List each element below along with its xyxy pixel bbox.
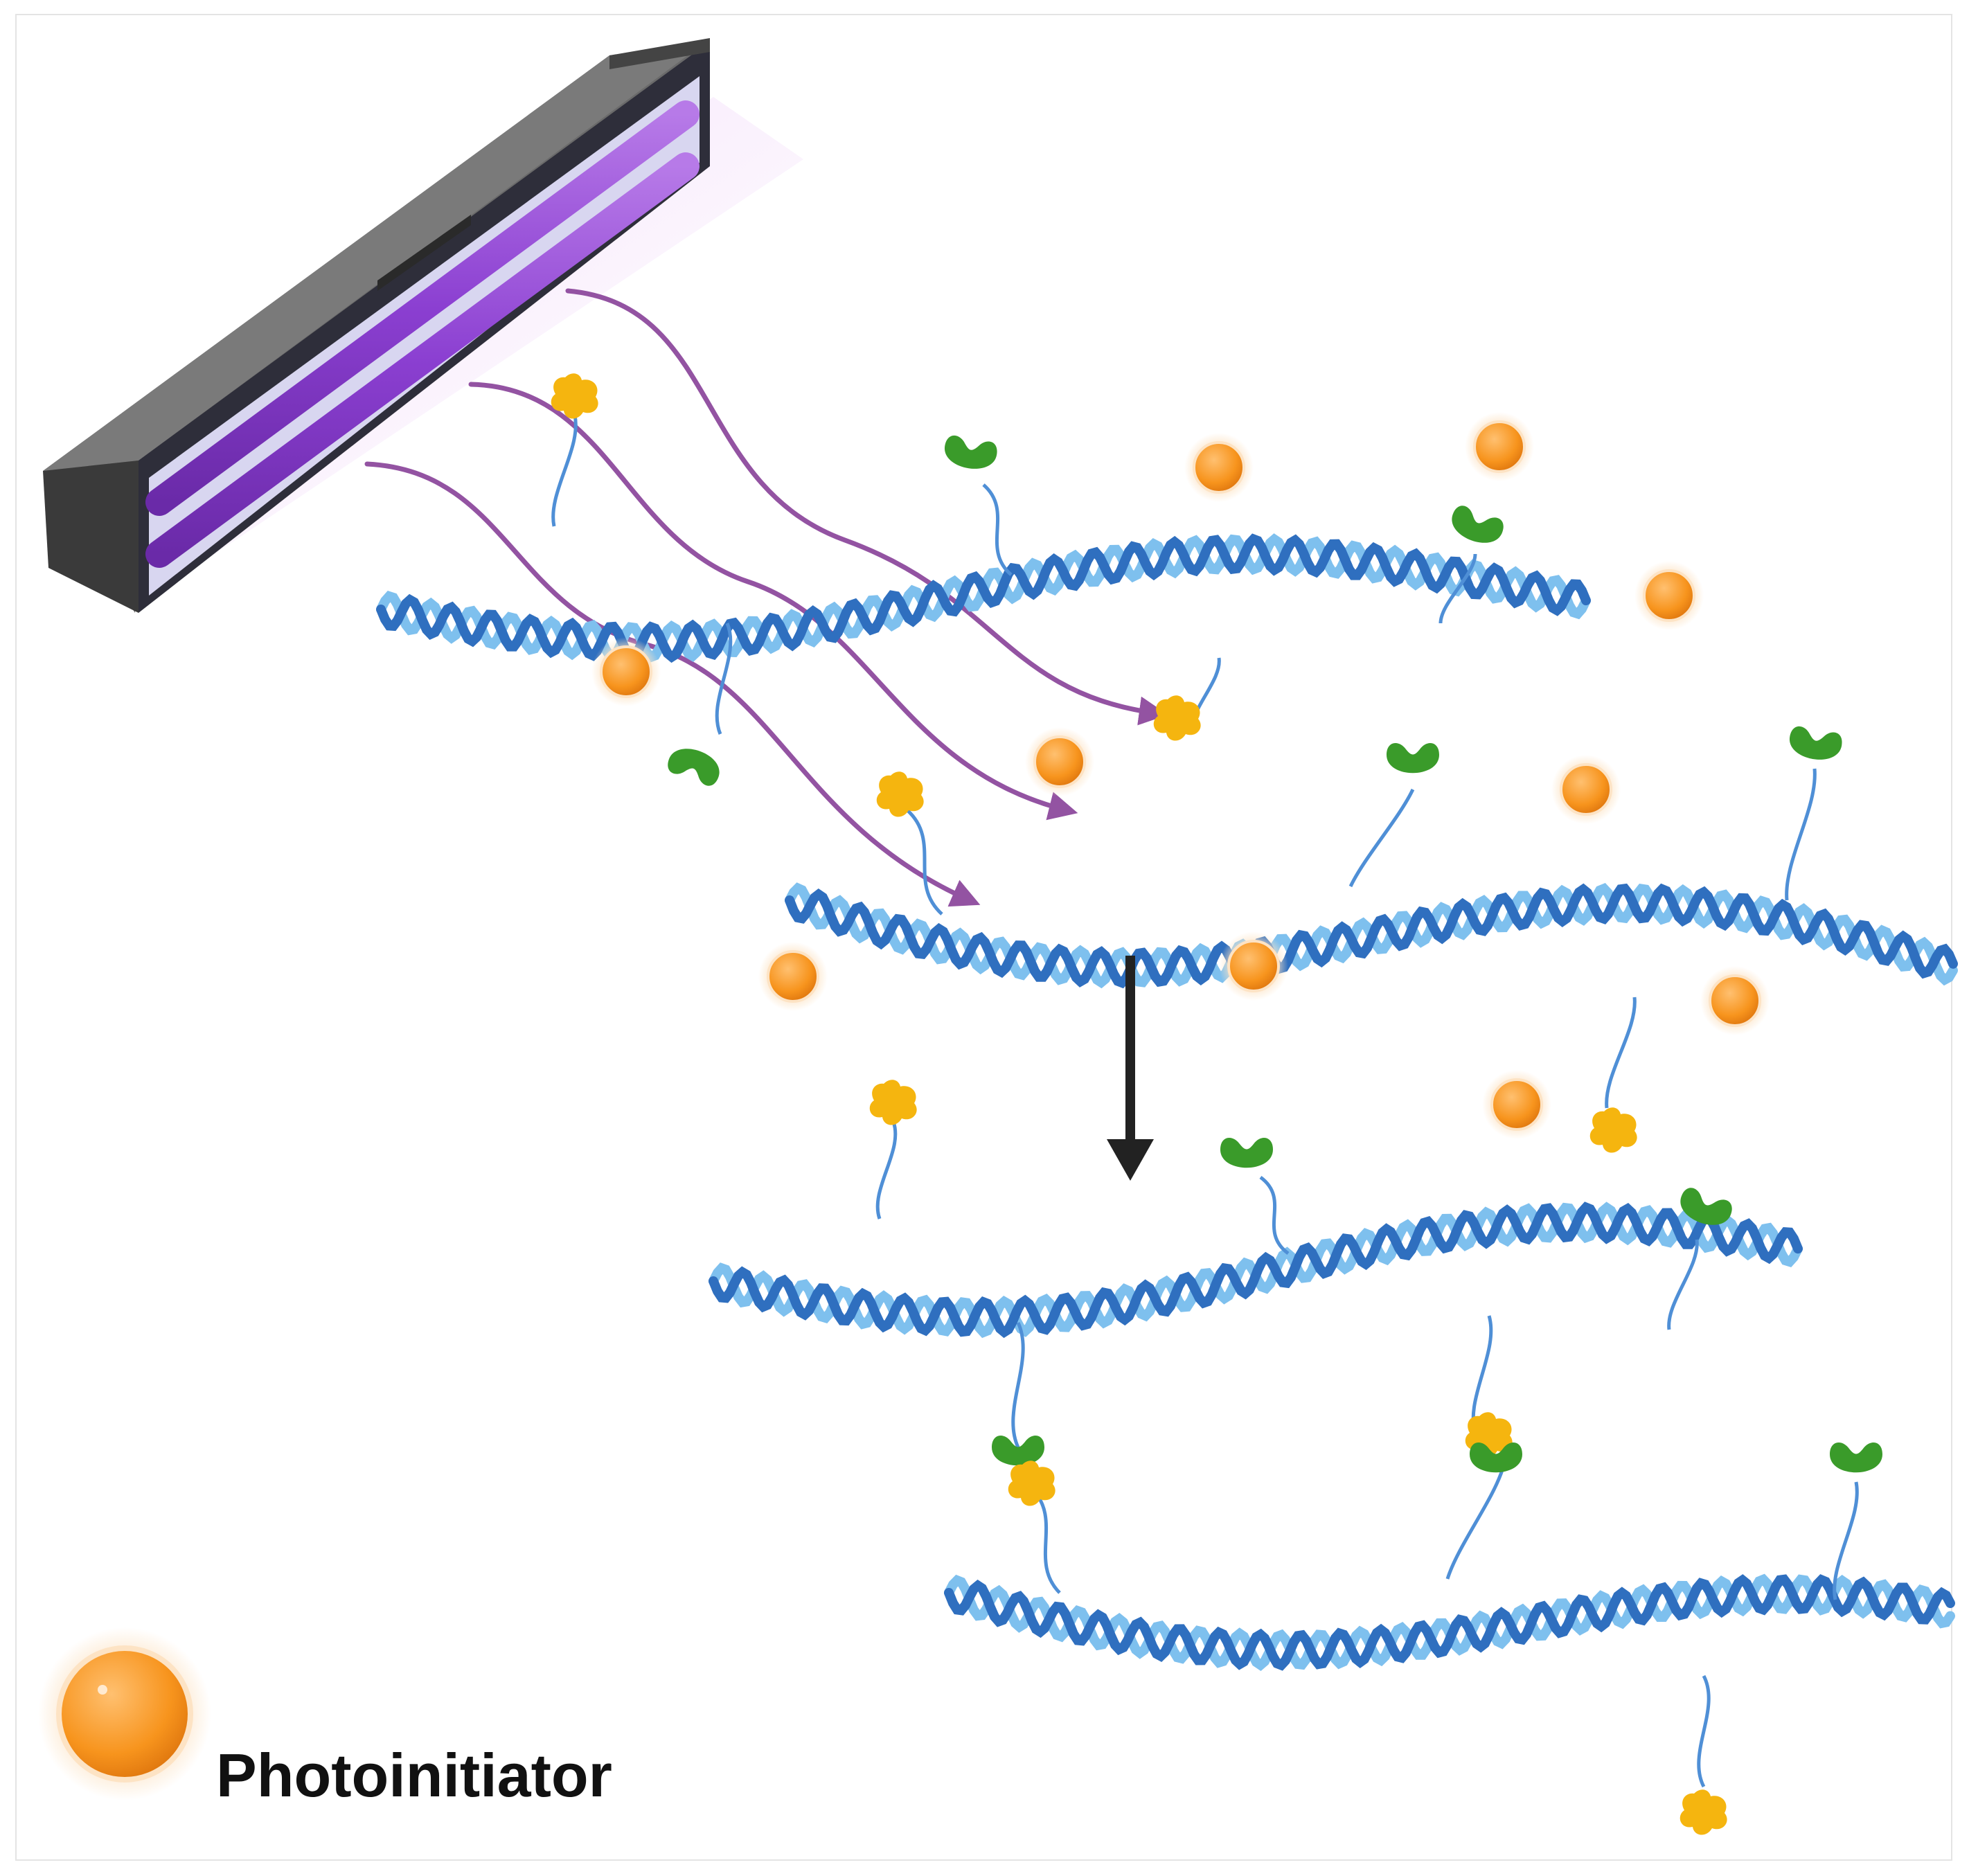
yellow-binder-icon bbox=[1153, 695, 1201, 741]
tether bbox=[875, 1121, 898, 1220]
figure-frame bbox=[15, 14, 1952, 1861]
yellow-binder-icon bbox=[1680, 1789, 1727, 1835]
tether bbox=[1667, 1239, 1699, 1330]
yellow-binder-icon bbox=[1589, 1107, 1637, 1153]
green-binder-icon bbox=[1220, 1137, 1273, 1168]
dna-backbone bbox=[785, 883, 1958, 989]
tether bbox=[1259, 1175, 1290, 1256]
dna-backbone bbox=[944, 1574, 1955, 1671]
tether bbox=[1438, 553, 1477, 624]
dna-backbone bbox=[944, 1573, 1955, 1671]
tether bbox=[715, 623, 733, 735]
green-binder-icon bbox=[1470, 1442, 1522, 1473]
yellow-binder-icon bbox=[876, 771, 924, 817]
tether bbox=[551, 415, 578, 527]
dna-backbone bbox=[709, 1201, 1803, 1339]
green-binder-icon bbox=[1387, 742, 1439, 774]
photoinitiators bbox=[591, 412, 1770, 1139]
photoinitiator-icon bbox=[1025, 727, 1094, 796]
tether bbox=[982, 483, 1013, 576]
yellow-binder-icon bbox=[551, 373, 598, 419]
photoinitiator-icon bbox=[1634, 561, 1704, 630]
uv-lamp-icon bbox=[43, 38, 803, 613]
photoinitiator-icon bbox=[1551, 755, 1621, 824]
tether bbox=[1697, 1674, 1711, 1788]
photoinitiator-icon bbox=[758, 942, 828, 1011]
uv-ray bbox=[565, 288, 1168, 726]
down-arrow-icon bbox=[1107, 956, 1154, 1181]
photoinitiator-icon bbox=[1465, 412, 1534, 481]
photoinitiator-icon bbox=[1184, 433, 1254, 502]
binders bbox=[551, 373, 1882, 1835]
photoinitiator-icon bbox=[1482, 1070, 1551, 1139]
photoinitiator-icon bbox=[1219, 931, 1288, 1001]
green-binder-icon bbox=[992, 1435, 1044, 1466]
green-binder-icon bbox=[1680, 1188, 1732, 1225]
photoinitiator-icon bbox=[1700, 966, 1770, 1035]
dna-strands bbox=[376, 533, 1958, 1671]
green-binder-icon bbox=[945, 435, 997, 469]
tether bbox=[1445, 1467, 1505, 1580]
tether bbox=[1348, 788, 1415, 888]
dna-backbone bbox=[376, 533, 1591, 663]
tether bbox=[1833, 1481, 1859, 1600]
tether bbox=[1785, 768, 1817, 901]
photoinitiator-icon bbox=[591, 637, 661, 706]
legend-photoinitiator-label: Photoinitiator bbox=[216, 1741, 612, 1810]
tether bbox=[1031, 1488, 1061, 1594]
photoinitiator-icon bbox=[38, 1627, 211, 1801]
yellow-binder-icon bbox=[1008, 1460, 1055, 1506]
green-binder-icon bbox=[1790, 726, 1842, 760]
green-binder-icon bbox=[1830, 1442, 1882, 1473]
tether bbox=[1605, 997, 1637, 1109]
green-binder-icon bbox=[668, 749, 720, 786]
tether bbox=[906, 809, 943, 915]
green-binder-icon bbox=[1452, 506, 1504, 543]
tethers bbox=[551, 415, 1859, 1788]
yellow-binder-icon bbox=[869, 1080, 917, 1125]
tether bbox=[1011, 1321, 1025, 1449]
